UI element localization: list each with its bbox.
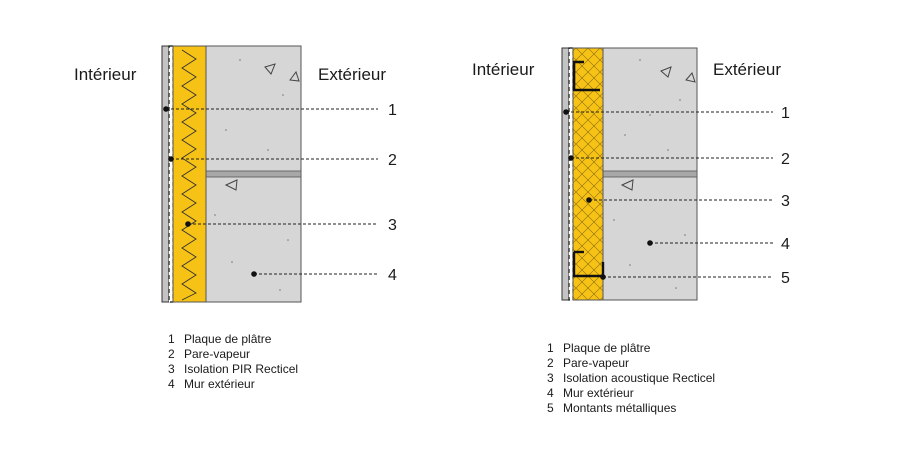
right-wall-section — [561, 47, 698, 301]
left-metal-profile — [205, 170, 302, 178]
legend-item: 3 Isolation acoustique Recticel — [547, 371, 715, 386]
left-exterior-label: Extérieur — [318, 65, 386, 84]
left-callouts — [166, 108, 378, 275]
left-callout-2: 2 — [388, 152, 397, 169]
legend-text: Pare-vapeur — [563, 356, 630, 370]
right-metal-profile — [602, 170, 698, 178]
legend-item: 5 Montants métalliques — [547, 401, 715, 416]
legend-text: Isolation acoustique Recticel — [563, 371, 716, 385]
legend-item: 2 Pare-vapeur — [547, 356, 715, 371]
legend-text: Plaque de plâtre — [563, 341, 651, 355]
right-interior-label: Intérieur — [472, 60, 535, 79]
legend-item: 1 Plaque de plâtre — [547, 341, 715, 356]
right-callout-3: 3 — [781, 193, 790, 210]
legend-number: 3 — [168, 362, 175, 376]
legend-item: 1 Plaque de plâtre — [168, 332, 298, 347]
legend-number: 4 — [547, 386, 554, 400]
left-callout-4: 4 — [388, 267, 397, 284]
left-interior-label: Intérieur — [74, 65, 137, 84]
left-pir-zigzag — [181, 49, 197, 301]
legend-number: 2 — [168, 347, 175, 361]
left-callout-3: 3 — [388, 217, 397, 234]
left-callout-1: 1 — [388, 102, 397, 119]
left-callout-dots — [163, 106, 257, 277]
right-concrete-dots — [613, 59, 686, 289]
left-aggregate-marks — [224, 63, 300, 191]
legend-number: 1 — [168, 332, 175, 346]
legend-text: Montants métalliques — [563, 401, 677, 415]
left-pir-insulation — [172, 45, 207, 303]
right-callout-dots — [563, 109, 653, 280]
left-legend: 1 Plaque de plâtre 2 Pare-vapeur 3 Isola… — [168, 332, 298, 392]
right-aggregate-marks — [620, 66, 696, 191]
legend-item: 4 Mur extérieur — [168, 377, 298, 392]
legend-number: 1 — [547, 341, 554, 355]
legend-item: 2 Pare-vapeur — [168, 347, 298, 362]
legend-number: 2 — [547, 356, 554, 370]
right-callout-2: 2 — [781, 151, 790, 168]
left-plaster-board — [161, 45, 170, 303]
right-acoustic-insulation — [572, 47, 604, 301]
right-legend: 1 Plaque de plâtre 2 Pare-vapeur 3 Isola… — [547, 341, 715, 416]
legend-text: Plaque de plâtre — [184, 332, 272, 346]
legend-item: 3 Isolation PIR Recticel — [168, 362, 298, 377]
right-exterior-label: Extérieur — [713, 60, 781, 79]
legend-number: 4 — [168, 377, 175, 391]
legend-item: 4 Mur extérieur — [547, 386, 715, 401]
left-vapour-barrier — [168, 45, 174, 303]
right-plaster-board — [561, 47, 570, 301]
right-callout-5: 5 — [781, 270, 790, 287]
legend-text: Mur extérieur — [563, 386, 634, 400]
legend-text: Pare-vapeur — [184, 347, 251, 361]
legend-text: Isolation PIR Recticel — [184, 362, 299, 376]
right-callouts — [566, 111, 773, 278]
right-callout-4: 4 — [781, 236, 790, 253]
legend-text: Mur extérieur — [184, 377, 255, 391]
legend-number: 3 — [547, 371, 554, 385]
left-concrete-dots — [214, 59, 289, 291]
legend-number: 5 — [547, 401, 554, 415]
right-callout-1: 1 — [781, 105, 790, 122]
right-metal-studs — [572, 60, 605, 278]
right-vapour-barrier — [568, 47, 574, 301]
left-wall-section — [161, 45, 302, 303]
